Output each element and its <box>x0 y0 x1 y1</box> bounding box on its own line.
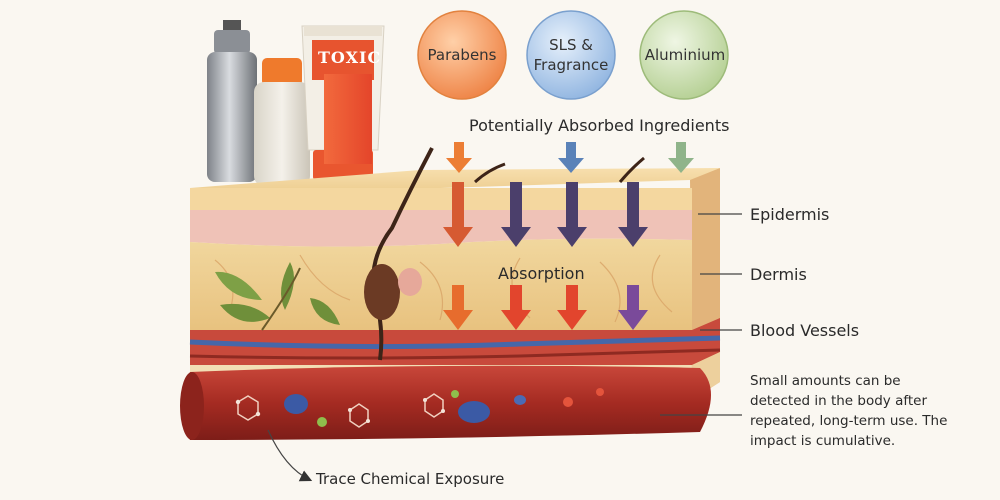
sls-arrow <box>558 142 584 173</box>
absorption-label: Absorption <box>498 264 585 283</box>
aluminium-bubble <box>639 10 729 100</box>
epidermis-label: Epidermis <box>750 205 830 224</box>
callout-lines <box>267 213 742 482</box>
dermis-label: Dermis <box>750 265 807 284</box>
lotion-bottle-icon <box>254 58 310 186</box>
parabens-bubble <box>417 10 507 100</box>
aluminium-arrow <box>668 142 694 173</box>
absorption-arrows <box>443 142 694 330</box>
leaf-icon <box>215 262 340 331</box>
aluminium-label: Aluminium <box>644 46 726 64</box>
sls-fragrance-bubble <box>526 10 616 100</box>
sls-fragrance-text: SLS & Fragrance <box>533 36 609 74</box>
trace-exposure-label: Trace Chemical Exposure <box>316 470 505 488</box>
cumulative-note: Small amounts can be detected in the bod… <box>750 373 948 449</box>
blood-vessel-tube <box>180 365 711 440</box>
products <box>207 20 385 186</box>
parabens-label: Parabens <box>427 46 497 64</box>
ingredient-bubbles <box>417 10 729 100</box>
headline: Potentially Absorbed Ingredients <box>469 116 730 135</box>
spray-can-icon <box>207 20 257 182</box>
toxic-tube-icon <box>301 25 385 180</box>
parabens-arrow <box>446 142 472 173</box>
skin-surface <box>190 188 692 210</box>
sls-fragrance-label: SLS & Fragrance <box>527 35 615 75</box>
product-label: TOXIC <box>318 48 382 67</box>
hair-follicle-icon <box>364 147 645 361</box>
blood-vessels-label: Blood Vessels <box>750 321 860 340</box>
